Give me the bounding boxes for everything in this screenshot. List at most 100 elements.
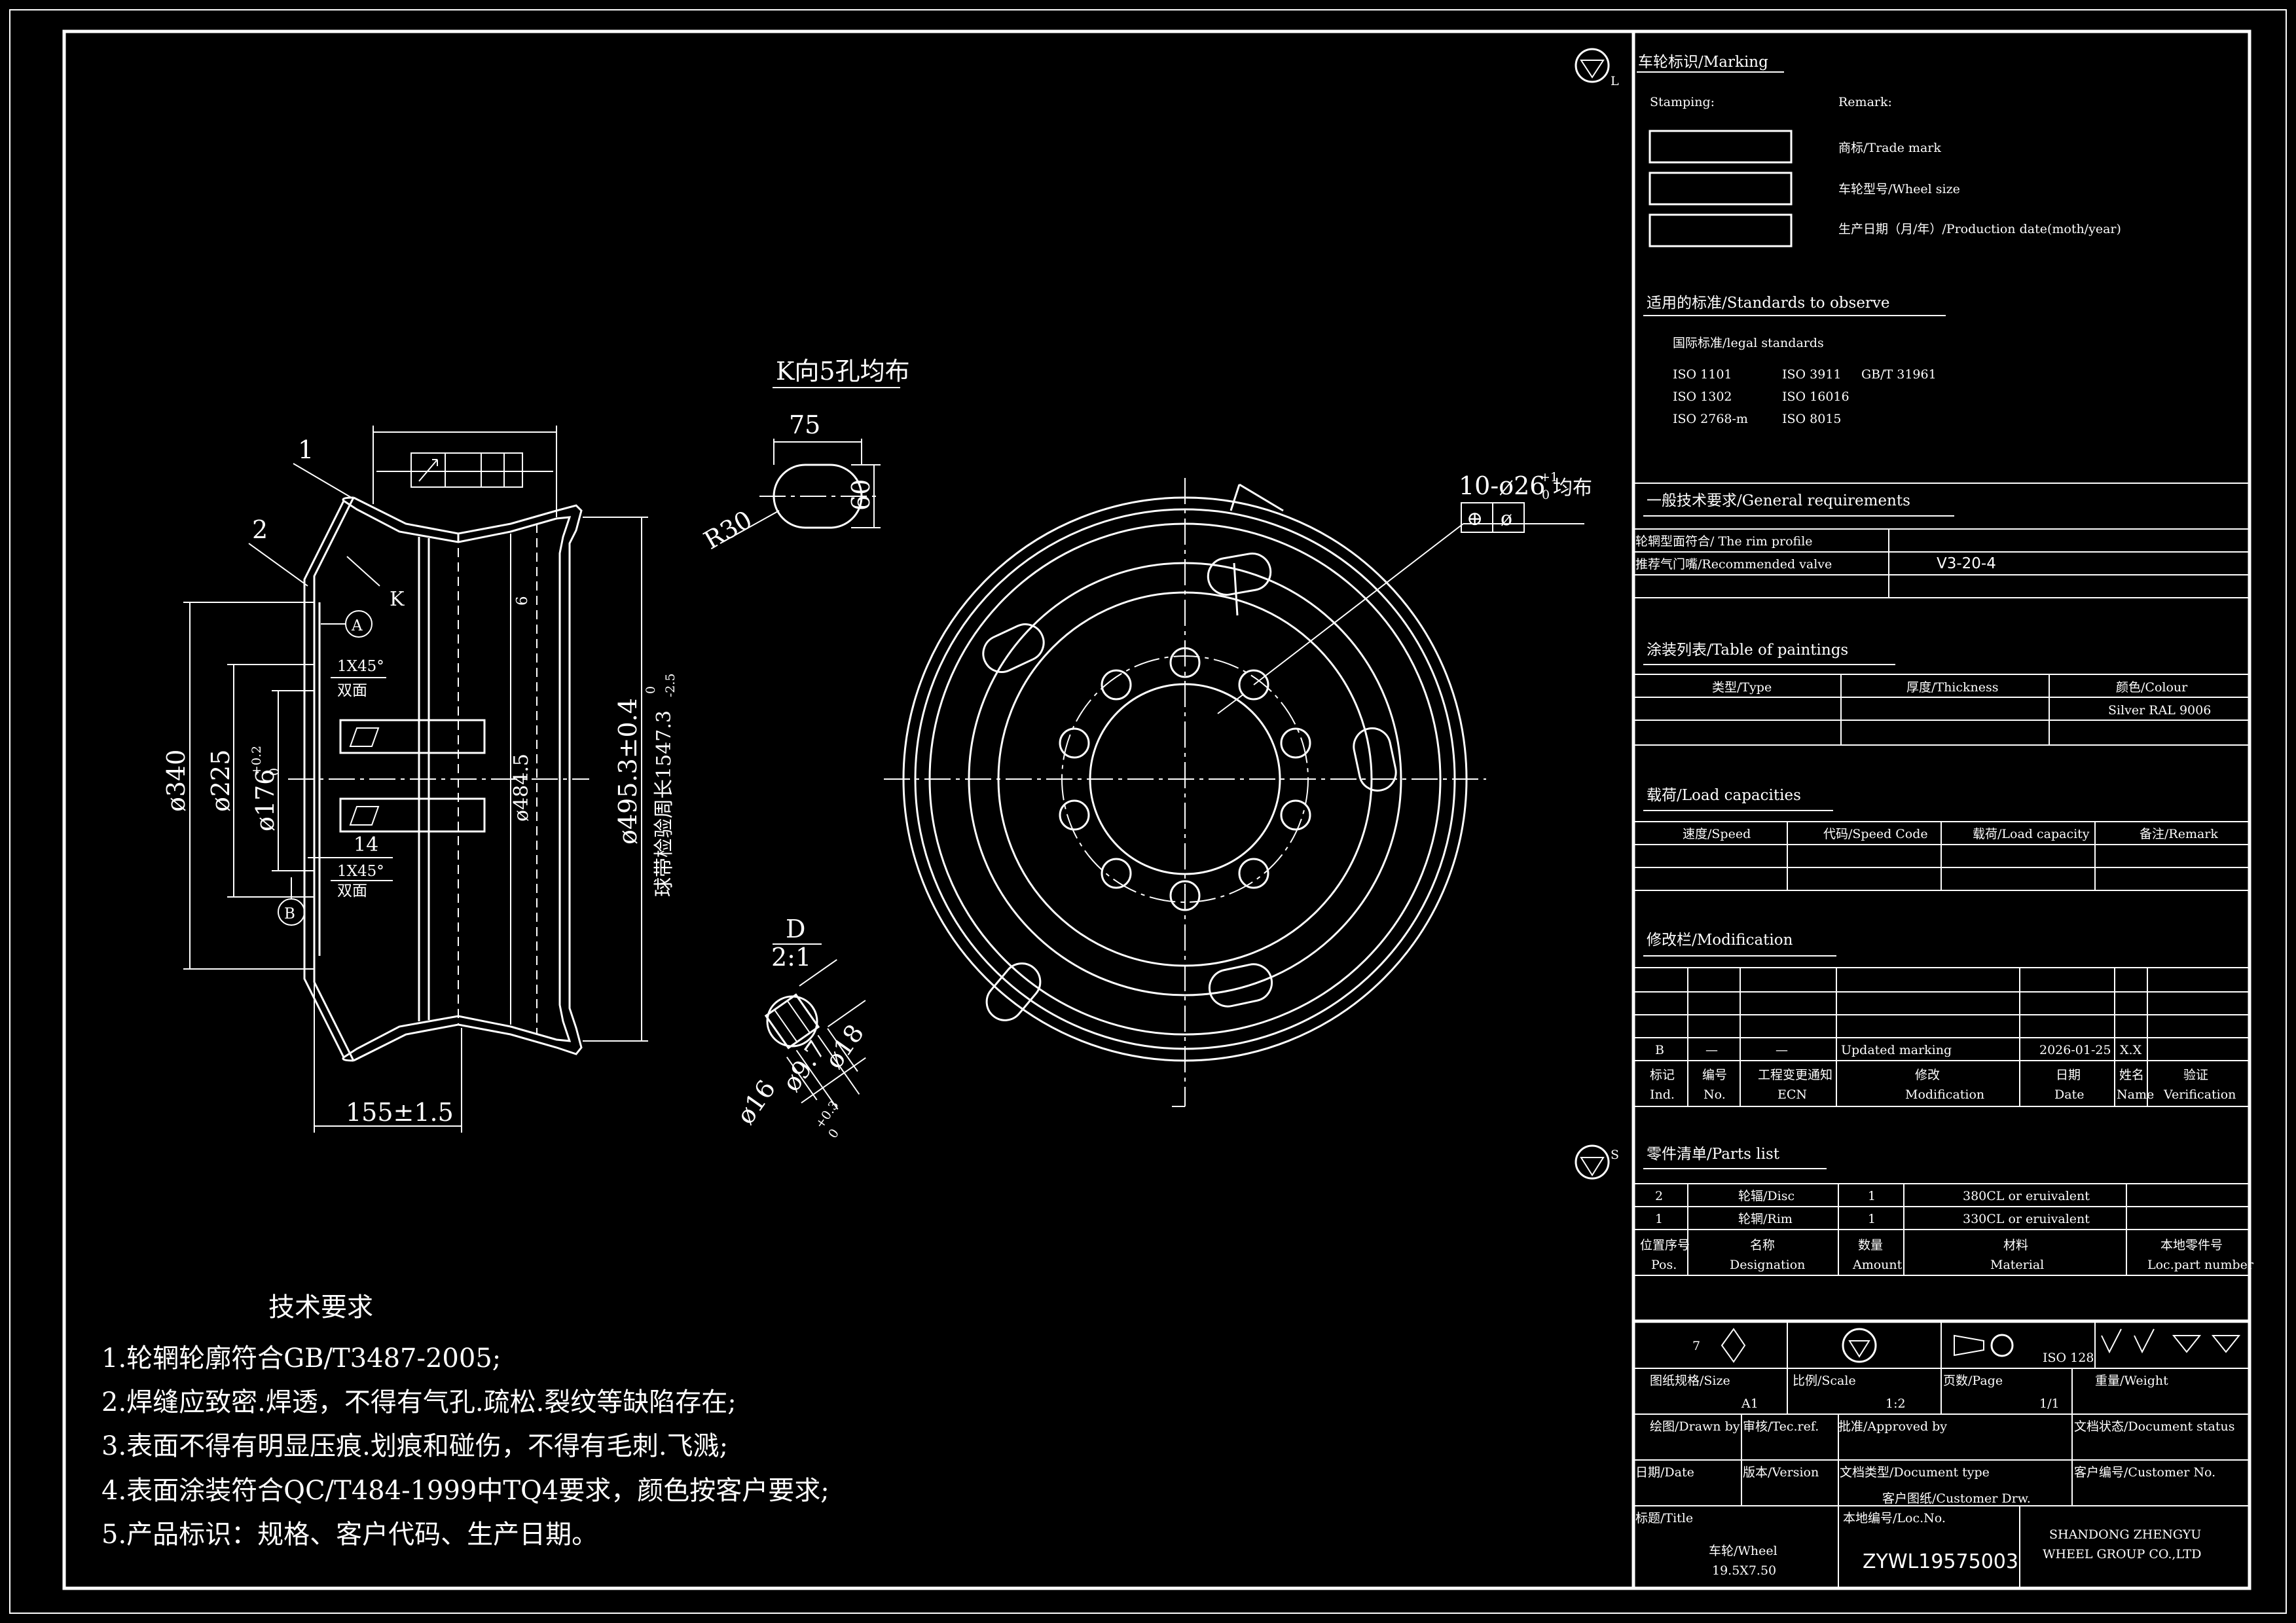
dim-circ-tol2: -2.5 [663, 673, 678, 697]
mod-b-no: No. [1704, 1087, 1726, 1102]
detail-d16: ø16 [731, 1075, 781, 1130]
mod-h-ecn: 工程变更通知 [1758, 1068, 1832, 1082]
parts-h-name: 名称 [1750, 1238, 1775, 1252]
std-iso1101: ISO 1101 [1673, 367, 1732, 382]
detail-d97-tol2: 0 [826, 1126, 842, 1141]
dim-6: 6 [514, 596, 531, 606]
dim-d484: ø484.5 [510, 754, 533, 822]
mod-h-ind: 标记 [1650, 1068, 1675, 1082]
load-header-speed: 速度/Speed [1683, 827, 1751, 841]
mod-row-no: — [1705, 1043, 1718, 1057]
drawn-by: 绘图/Drawn by [1650, 1419, 1740, 1434]
mod-row-date: 2026-01-25 [2039, 1043, 2111, 1057]
mod-row-ecn: — [1776, 1043, 1788, 1057]
slot-title: K向5孔均布 [776, 357, 910, 386]
dim-d176-tol2: 0 [267, 768, 282, 776]
parts-b-qty: Amount [1852, 1258, 1903, 1272]
detail-d18: ø18 [819, 1019, 869, 1074]
parts-h-mat: 材料 [2003, 1238, 2028, 1252]
detail-scale: 2:1 [771, 943, 811, 972]
part-2-qty: 1 [1868, 1212, 1876, 1226]
mod-row-modification: Updated marking [1841, 1043, 1952, 1057]
part-2-pos: 1 [1655, 1212, 1663, 1226]
slot-radius: R30 [699, 505, 757, 555]
label-2: 2 [252, 515, 268, 544]
detail-title: D [786, 915, 805, 943]
mod-row-name: X.X [2120, 1043, 2142, 1057]
mod-b-name: Name [2117, 1087, 2154, 1102]
detail-d: D 2:1 ø18 ø9.7 +0.3 0 ø16 [731, 915, 869, 1141]
triangle-icon-1 [2172, 1335, 2202, 1353]
parts-h-pos: 位置序号 [1640, 1238, 1690, 1252]
scale-label: 比例/Scale [1793, 1374, 1856, 1388]
slot-width: 75 [789, 410, 820, 439]
doc-type-value: 客户图纸/Customer Drw. [1882, 1491, 2031, 1506]
check-icon-2 [2134, 1328, 2155, 1354]
std-iso16016: ISO 16016 [1782, 390, 1850, 404]
holes-note: 10-ø26 [1459, 471, 1545, 500]
standards-title: 适用的标准/Standards to observe [1647, 295, 1890, 312]
dim-width-155: 155±1.5 [346, 1098, 454, 1127]
part-1-qty: 1 [1868, 1189, 1876, 1203]
marking-title: 车轮标识/Marking [1638, 54, 1768, 71]
modification-title: 修改栏/Modification [1647, 932, 1793, 949]
tec-ref: 审核/Tec.ref. [1743, 1419, 1819, 1434]
valve-value: V3-20-4 [1937, 555, 1996, 572]
taper-icon [1954, 1334, 1984, 1357]
hand-holes [982, 553, 1397, 1021]
mod-b-verif: Verification [2163, 1087, 2236, 1102]
part-1-pos: 2 [1655, 1189, 1663, 1203]
dim-circumference: 球带检验周长1547.3 [653, 710, 676, 897]
page-label: 页数/Page [1943, 1374, 2003, 1388]
paint-header-thickness: 厚度/Thickness [1906, 680, 1999, 695]
marking-remark: Remark: [1838, 95, 1892, 109]
parts-title: 零件清单/Parts list [1647, 1146, 1780, 1163]
paint-colour-value: Silver RAL 9006 [2108, 703, 2211, 718]
load-header-capacity: 载荷/Load capacity [1973, 827, 2090, 841]
holes-suffix: 均布 [1553, 477, 1592, 500]
dim-d176-tol: +0.2 [249, 746, 264, 776]
tech-title: 技术要求 [268, 1292, 373, 1322]
part-2-name: 轮辋/Rim [1738, 1212, 1793, 1226]
fcf-position-icon: ⊕ [1467, 507, 1483, 530]
parts-b-name: Designation [1730, 1258, 1805, 1272]
std-gbt31961: GB/T 31961 [1861, 367, 1937, 382]
tech-item-5: 5.产品标识：规格、客户代码、生产日期。 [101, 1520, 598, 1550]
scale-value: 1:2 [1886, 1396, 1906, 1411]
part-1-name: 轮辐/Disc [1738, 1189, 1795, 1203]
chamfer-note-2: 1X45° [337, 863, 384, 880]
parts-b-mat: Material [1990, 1258, 2044, 1272]
parts-b-loc: Loc.part number [2147, 1258, 2254, 1272]
marking-item-3: 生产日期（月/年）/Production date(moth/year) [1838, 222, 2121, 236]
symbol-note: 7 [1692, 1339, 1700, 1353]
svg-text:S: S [1611, 1148, 1619, 1162]
general-row-1: 轮辋型面符合/ The rim profile [1635, 534, 1813, 549]
page-value: 1/1 [2039, 1396, 2060, 1411]
weight-label: 重量/Weight [2095, 1374, 2168, 1388]
part-2-mat: 330CL or eruivalent [1963, 1212, 2090, 1226]
projection-symbol-mid: S [1575, 1144, 1619, 1180]
parts-h-loc: 本地零件号 [2160, 1238, 2223, 1252]
mod-h-name: 姓名 [2119, 1068, 2144, 1082]
parts-b-pos: Pos. [1651, 1258, 1677, 1272]
general-row-2: 推荐气门嘴/Recommended valve [1635, 557, 1832, 572]
size-label: 图纸规格/Size [1650, 1374, 1730, 1388]
doc-status: 文档状态/Document status [2074, 1419, 2234, 1434]
marking-stamping: Stamping: [1650, 95, 1715, 109]
slot-height: 60 [847, 479, 875, 511]
stamp-box-1 [1649, 130, 1793, 164]
check-icon-1 [2101, 1328, 2122, 1354]
marking-item-2: 车轮型号/Wheel size [1838, 182, 1960, 196]
std-iso2768: ISO 2768-m [1673, 412, 1748, 426]
double-note-2: 双面 [337, 883, 367, 900]
doc-type-label: 文档类型/Document type [1840, 1465, 1990, 1480]
datum-b: B [284, 905, 295, 922]
double-note-1: 双面 [337, 682, 367, 699]
loc-number: ZYWL19575003 [1863, 1550, 2018, 1573]
mod-h-verif: 验证 [2183, 1068, 2208, 1082]
detail-d97-tol: +0.3 [812, 1098, 841, 1131]
stamp-box-2 [1649, 172, 1793, 206]
mod-h-no: 编号 [1702, 1068, 1727, 1082]
mod-row-ind: B [1655, 1043, 1664, 1057]
